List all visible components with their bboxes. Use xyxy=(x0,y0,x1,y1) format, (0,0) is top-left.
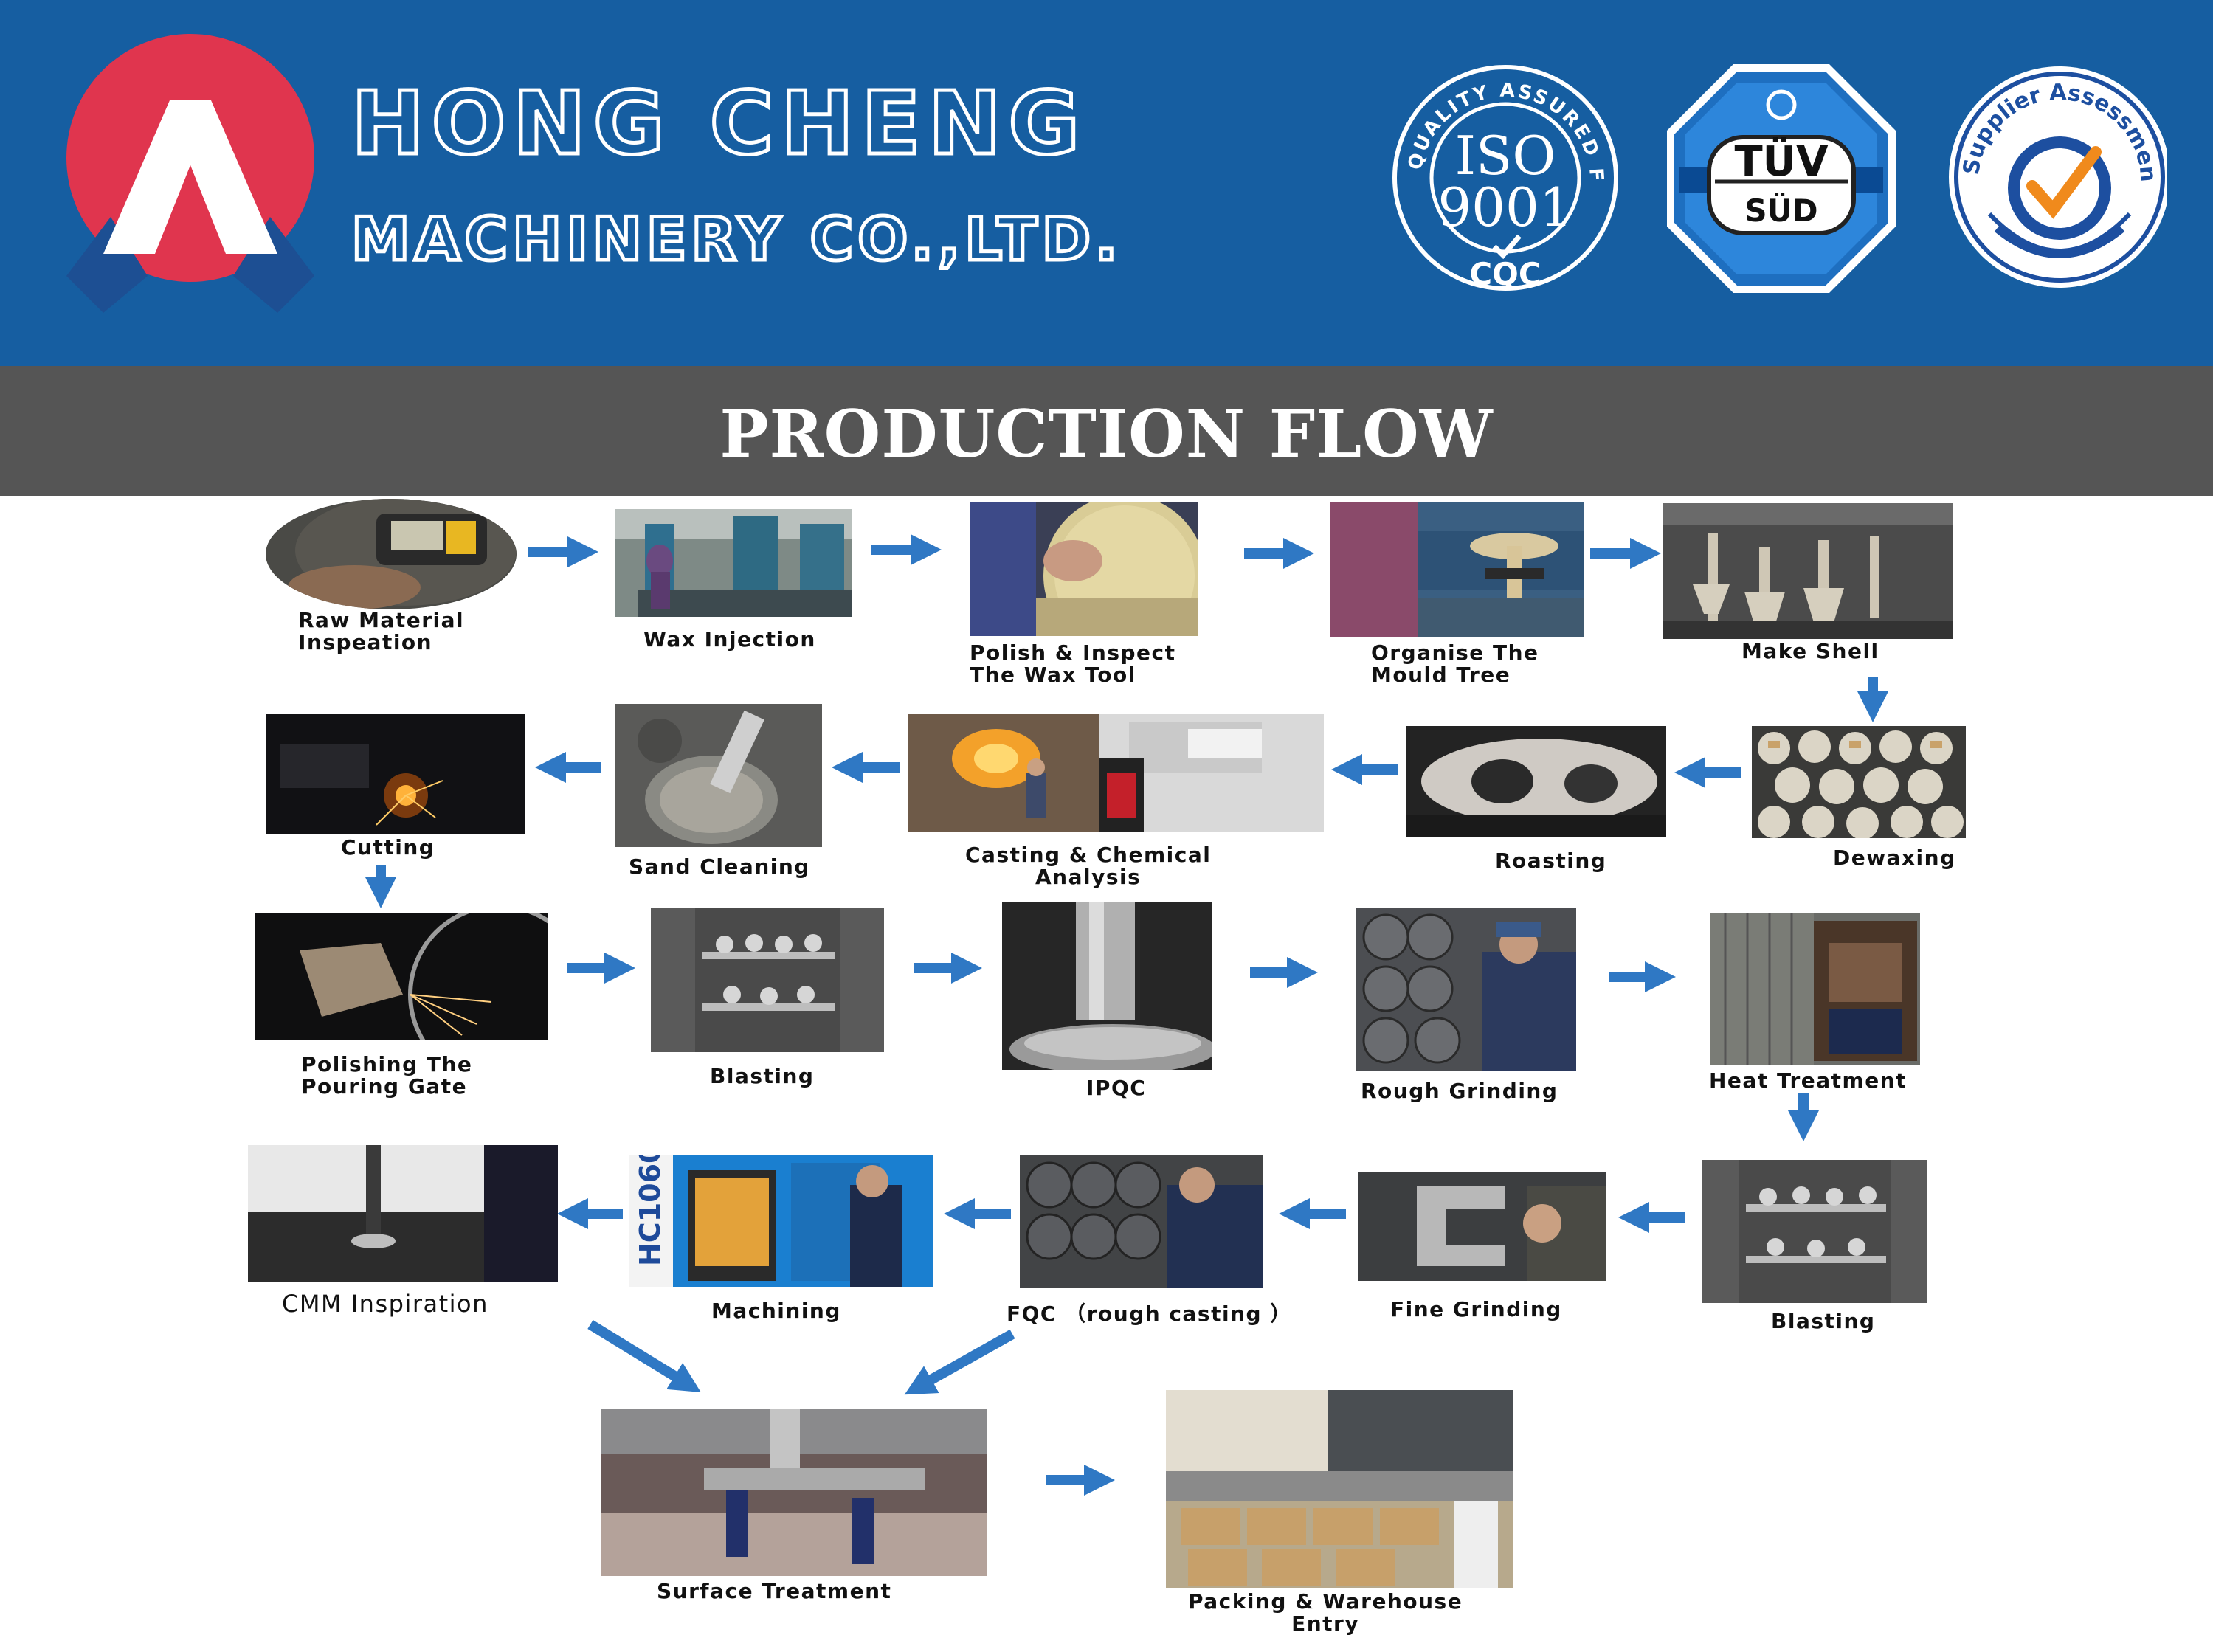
checkmark-icon xyxy=(2026,146,2102,219)
iso-cqc-text: CQC xyxy=(1469,256,1541,292)
step-photo-ipqc xyxy=(1002,902,1212,1070)
step-photo-heat xyxy=(1710,913,1920,1065)
step-photo-cmm xyxy=(248,1145,558,1282)
arrow-diagonal xyxy=(904,1329,1015,1395)
step-photo-gate xyxy=(255,913,548,1040)
iso-9001-badge: QUALITY ASSURED FIRM ISO 9001 CQC xyxy=(1391,63,1618,292)
step-label-fine: Fine Grinding xyxy=(1390,1297,1562,1321)
tuv-line2: SÜD xyxy=(1744,192,1817,229)
step-label-packing: Packing & Warehouse Entry xyxy=(1188,1589,1463,1636)
step-photo-dewax xyxy=(1752,726,1966,838)
step-photo-roast xyxy=(1406,726,1666,837)
step-photo-fqc xyxy=(1020,1155,1263,1288)
step-photo-sand xyxy=(615,704,822,847)
tuv-line1: TÜV xyxy=(1734,138,1829,186)
tuv-sud-badge: TÜV SÜD xyxy=(1667,64,1896,293)
step-photo-shell xyxy=(1663,503,1953,639)
step-label-roast: Roasting xyxy=(1495,849,1607,873)
step-photo-cast xyxy=(908,714,1324,832)
check-icon xyxy=(1492,234,1522,260)
step-label-rough: Rough Grinding xyxy=(1361,1079,1558,1103)
step-photo-cut xyxy=(266,714,525,834)
step-photo-machining: HC1060 xyxy=(629,1155,933,1287)
step-label-heat: Heat Treatment xyxy=(1709,1068,1908,1093)
step-photo-fine xyxy=(1358,1172,1606,1281)
step-label-machining: Machining xyxy=(711,1299,841,1323)
step-label-wax: Wax Injection xyxy=(643,627,816,652)
step-photo-packing xyxy=(1166,1390,1513,1588)
company-name: HONG CHENG xyxy=(349,71,1088,176)
step-label-ipqc: IPQC xyxy=(1086,1076,1147,1100)
company-logo xyxy=(66,34,314,313)
step-label-cast: Casting & Chemical Analysis xyxy=(965,843,1212,889)
step-label-surface: Surface Treatment xyxy=(657,1579,892,1603)
header-bar: HONG CHENG MACHINERY CO.,LTD. QUALITY AS… xyxy=(0,0,2213,366)
step-label-dewax: Dewaxing xyxy=(1833,846,1956,870)
step-label-gate: Polishing The Pouring Gate xyxy=(301,1052,473,1099)
tuv-symbol-icon xyxy=(1766,89,1797,120)
laurel-icon xyxy=(1994,226,2125,258)
step-label-shell: Make Shell xyxy=(1741,639,1879,663)
company-subtitle: MACHINERY CO.,LTD. xyxy=(349,204,1122,276)
step-photo-blast2 xyxy=(1702,1160,1927,1303)
step-photo-wax xyxy=(615,509,852,617)
step-photo-polish xyxy=(970,502,1198,636)
machine-model-text: HC1060 xyxy=(634,1155,666,1266)
step-photo-blast1 xyxy=(651,908,884,1052)
step-photo-surface xyxy=(601,1409,987,1576)
step-label-blast2: Blasting xyxy=(1771,1309,1876,1333)
step-label-organise: Organise The Mould Tree xyxy=(1371,640,1539,687)
step-label-cmm: CMM Inspiration xyxy=(282,1290,488,1318)
step-photo-rough xyxy=(1356,908,1576,1071)
iso-number-text: 9001 xyxy=(1437,176,1572,238)
step-photo-organise xyxy=(1330,502,1584,637)
page-title: PRODUCTION FLOW xyxy=(719,395,1494,472)
step-label-blast1: Blasting xyxy=(710,1064,815,1088)
step-label-fqc: FQC （rough casting ） xyxy=(1007,1302,1292,1326)
iso-main-text: ISO xyxy=(1455,125,1556,187)
step-photo-raw xyxy=(266,499,517,609)
step-label-cut: Cutting xyxy=(341,835,435,860)
step-label-raw: Raw Material Inspeation xyxy=(298,608,465,654)
supplier-assessment-badge: Supplier Assessment xyxy=(1945,59,2167,288)
arrow-diagonal xyxy=(587,1320,701,1392)
step-label-polish: Polish & Inspect The Wax Tool xyxy=(970,640,1176,687)
step-label-sand: Sand Cleaning xyxy=(629,854,810,879)
title-banner xyxy=(0,366,2213,496)
